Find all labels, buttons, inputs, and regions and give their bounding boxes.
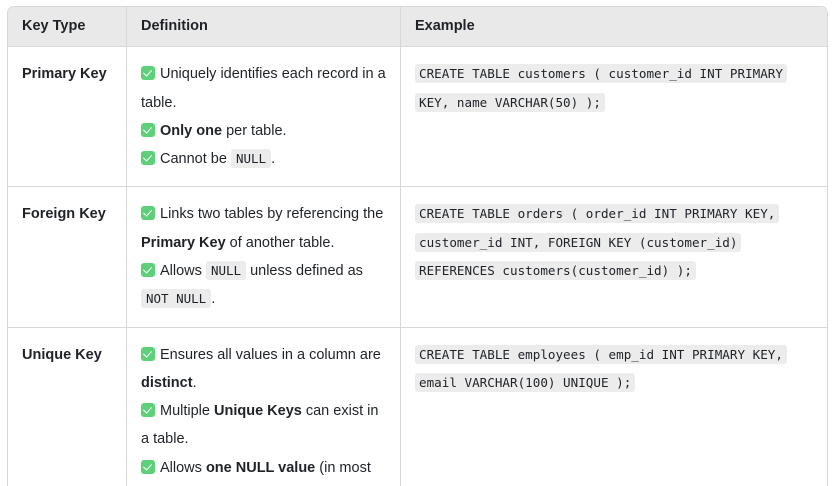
cell-definition: Ensures all values in a column are disti…	[126, 327, 400, 486]
definition-bullet: Links two tables by referencing the Prim…	[141, 200, 388, 257]
column-header-definition: Definition	[126, 7, 400, 48]
emphasized-text: one NULL value	[205, 459, 316, 476]
cell-definition: Links two tables by referencing the Prim…	[126, 187, 400, 328]
definition-bullet: Only one per table.	[141, 117, 388, 145]
cell-key-type: Unique Key	[22, 346, 102, 363]
cell-definition: Uniquely identifies each record in a tab…	[126, 47, 400, 188]
definition-bullet: Allows one NULL value (in most databases…	[141, 454, 388, 486]
table-row: Unique Key Ensures all values in a column…	[8, 327, 827, 486]
definition-text: Multiple	[160, 403, 214, 420]
check-mark-green-icon	[141, 346, 155, 361]
check-mark-green-icon	[141, 206, 155, 221]
cell-key-type: Primary Key	[8, 47, 126, 188]
inline-code: NULL	[230, 149, 272, 169]
emphasized-text: Unique Keys	[214, 403, 302, 420]
definition-text: Cannot be	[160, 151, 231, 168]
definition-bullet: Multiple Unique Keys can exist in a tabl…	[141, 397, 388, 454]
definition-text: .	[192, 374, 197, 391]
cell-example: CREATE TABLE employees ( emp_id INT PRIM…	[400, 327, 827, 486]
table-row: Foreign Key Links two tables by referenci…	[8, 187, 827, 328]
definition-bullet: Cannot be NULL.	[141, 145, 388, 173]
table-head: Key Type Definition Example	[8, 7, 827, 48]
definition-text: Allows	[160, 459, 206, 476]
definition-text: unless defined as	[246, 262, 363, 279]
inline-code: NOT NULL	[141, 289, 212, 309]
emphasized-text: Only one	[160, 122, 223, 139]
column-header-example: Example	[400, 7, 827, 48]
cell-key-type: Foreign Key	[8, 187, 126, 328]
cell-example: CREATE TABLE orders ( order_id INT PRIMA…	[400, 187, 827, 328]
sql-code-snippet: CREATE TABLE employees ( emp_id INT PRIM…	[415, 344, 787, 392]
check-mark-green-icon	[141, 459, 155, 474]
definition-bullet: Ensures all values in a column are disti…	[141, 341, 388, 398]
column-header-key-type: Key Type	[8, 7, 126, 48]
definition-text: of another table.	[225, 234, 335, 251]
definition-text: Ensures all values in a column are	[160, 346, 381, 363]
check-mark-green-icon	[141, 122, 155, 137]
emphasized-text: distinct	[141, 374, 193, 391]
definition-text: Links two tables by referencing the	[160, 206, 384, 223]
table-body: Primary Key Uniquely identifies each reco…	[8, 47, 827, 486]
check-mark-green-icon	[141, 151, 155, 166]
definition-text: .	[271, 151, 276, 168]
definition-bullet: Uniquely identifies each record in a tab…	[141, 60, 388, 117]
emphasized-text: Primary Key	[141, 234, 226, 251]
definition-bullet: Allows NULL unless defined as NOT NULL.	[141, 257, 388, 314]
definition-text: .	[211, 291, 216, 308]
table-row: Primary Key Uniquely identifies each reco…	[8, 47, 827, 188]
table-header-row: Key Type Definition Example	[8, 7, 827, 48]
cell-example: CREATE TABLE customers ( customer_id INT…	[400, 47, 827, 188]
inline-code: NULL	[205, 260, 247, 280]
definition-text: (in most databases).	[319, 459, 371, 476]
check-mark-green-icon	[141, 403, 155, 418]
sql-code-snippet: CREATE TABLE customers ( customer_id INT…	[415, 64, 787, 112]
definition-text: Allows	[160, 262, 206, 279]
sql-code-snippet: CREATE TABLE orders ( order_id INT PRIMA…	[415, 204, 780, 280]
check-mark-green-icon	[141, 262, 155, 277]
definition-text: can exist in a table.	[141, 403, 379, 448]
check-mark-green-icon	[141, 66, 155, 81]
definition-text: Uniquely identifies each record in a tab…	[141, 66, 386, 111]
definition-text: per table.	[222, 122, 287, 139]
